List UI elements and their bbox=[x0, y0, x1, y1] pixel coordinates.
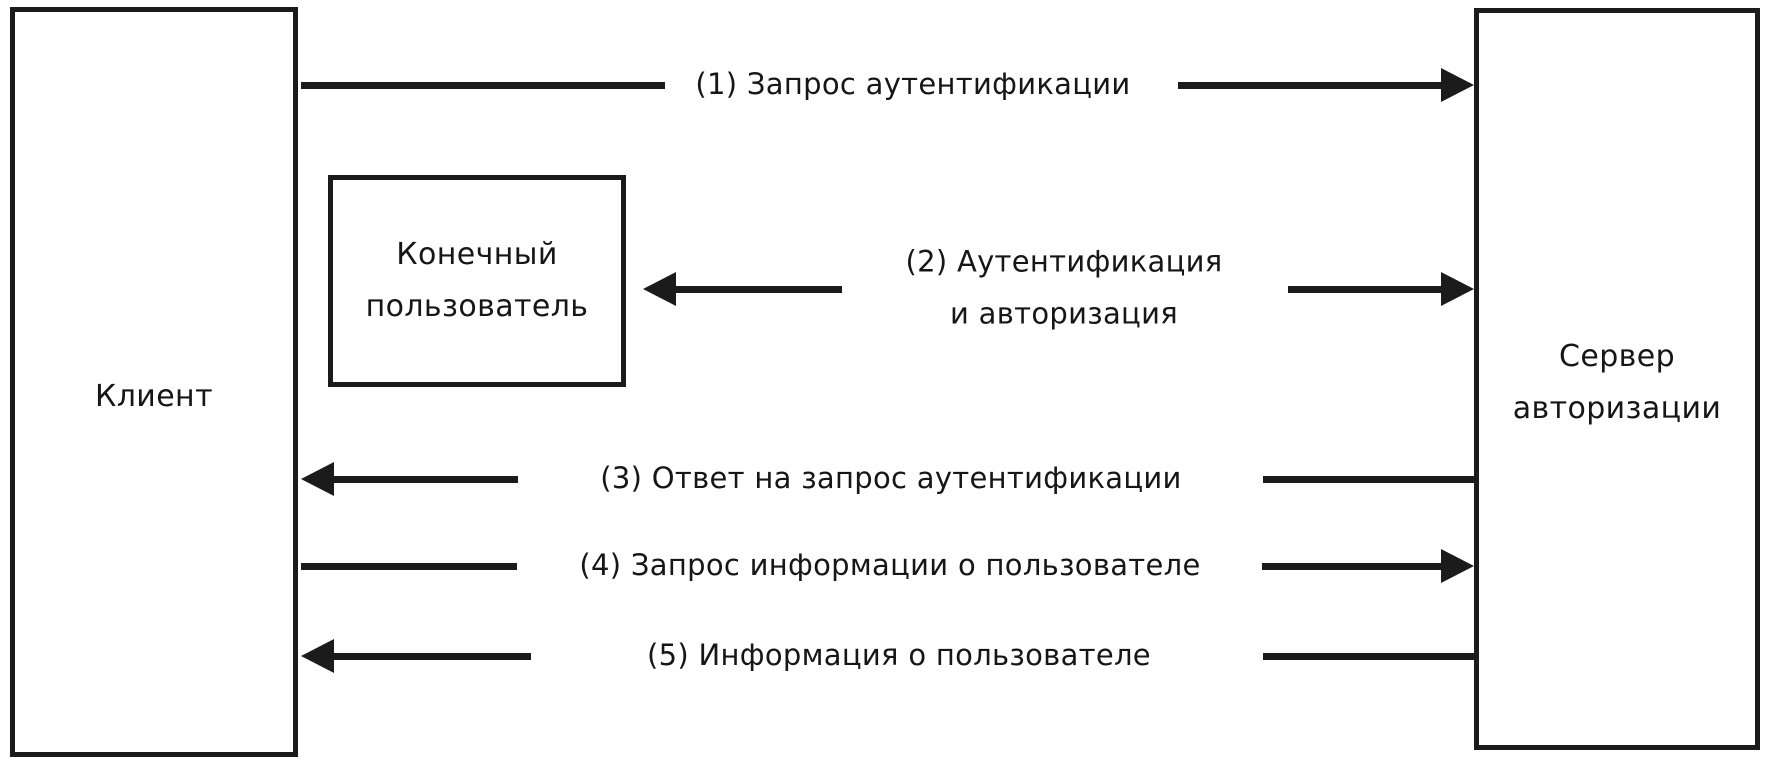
node-client: Клиент bbox=[10, 7, 298, 757]
message-5-right-segment bbox=[1263, 653, 1476, 660]
node-authorization-server-label: Сервер авторизации bbox=[1512, 339, 1722, 426]
message-4-arrowhead bbox=[1441, 549, 1474, 583]
message-4-right-segment bbox=[1262, 563, 1441, 570]
message-4-label: (4) Запрос информации о пользователе bbox=[579, 548, 1201, 583]
message-2-label: (2) Аутентификация и авторизация bbox=[905, 244, 1223, 330]
message-5-left-segment bbox=[334, 653, 531, 660]
message-3-left-segment bbox=[334, 476, 518, 483]
message-5-arrowhead bbox=[301, 639, 334, 673]
message-3-arrowhead bbox=[301, 462, 334, 496]
message-3-label: (3) Ответ на запрос аутентификации bbox=[600, 461, 1182, 496]
message-4-left-segment bbox=[301, 563, 517, 570]
message-2-arrowhead bbox=[643, 272, 676, 306]
message-2-arrowhead-server bbox=[1441, 272, 1474, 306]
message-1-arrowhead bbox=[1441, 68, 1474, 102]
node-end-user: Конечный пользователь bbox=[328, 175, 626, 387]
message-3-right-segment bbox=[1263, 476, 1476, 483]
message-2-left-segment bbox=[676, 286, 842, 293]
node-end-user-label: Конечный пользователь bbox=[365, 237, 589, 324]
node-authorization-server: Сервер авторизации bbox=[1474, 8, 1760, 750]
message-2-right-segment bbox=[1288, 286, 1441, 293]
message-1-right-segment bbox=[1178, 82, 1441, 89]
message-5-label: (5) Информация о пользователе bbox=[647, 638, 1151, 673]
message-1-label: (1) Запрос аутентификации bbox=[695, 67, 1131, 102]
message-1-left-segment bbox=[301, 82, 665, 89]
node-client-label: Клиент bbox=[95, 379, 213, 415]
